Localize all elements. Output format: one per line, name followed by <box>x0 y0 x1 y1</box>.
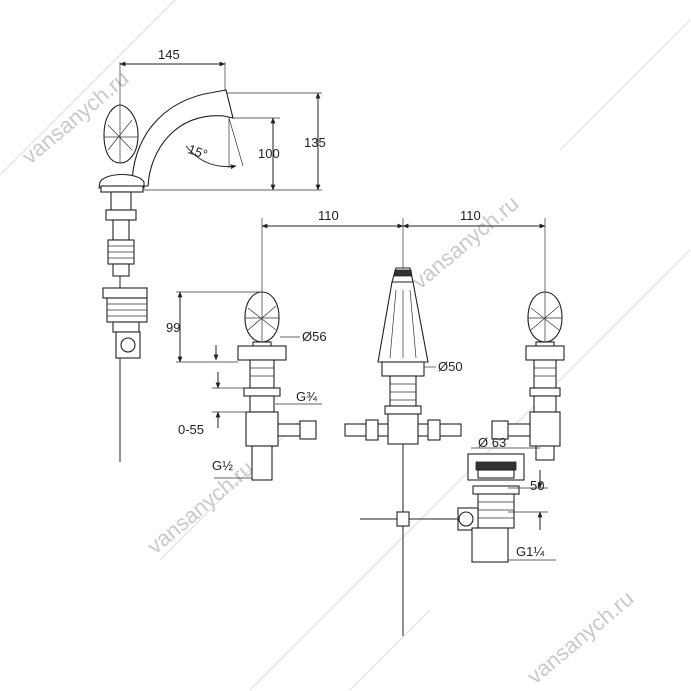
dim-spout-outlet-height: 100 <box>258 146 280 161</box>
dim-spout-angle: 15° <box>186 141 210 162</box>
dim-drain-height: 50 <box>530 478 544 493</box>
dim-handle-spacing-right: 110 <box>460 208 481 223</box>
dim-spout-height-total: 135 <box>304 135 326 150</box>
dim-handle-spacing-left: 110 <box>318 208 339 223</box>
dim-deck-thickness: 0-55 <box>178 422 204 437</box>
watermark-text: vansanych.ru <box>142 456 258 559</box>
watermark-text: vansanych.ru <box>407 191 523 294</box>
spout-side-view: 145 135 100 15° <box>98 47 326 462</box>
watermark-text: vansanych.ru <box>522 586 638 689</box>
dim-valve-thread: G¾ <box>296 389 317 404</box>
dim-connection-thread: G½ <box>212 458 233 473</box>
dim-spout-reach: 145 <box>158 47 180 62</box>
dim-handle-diameter: Ø56 <box>302 329 327 344</box>
dim-drain-thread: G1¼ <box>516 544 544 559</box>
dim-drain-diameter: Ø 63 <box>478 435 506 450</box>
front-view: 110 110 99 Ø56 0-55 G¾ G½ <box>166 208 565 636</box>
dim-handle-height: 99 <box>166 320 180 335</box>
dim-spout-base-diameter: Ø50 <box>438 359 463 374</box>
